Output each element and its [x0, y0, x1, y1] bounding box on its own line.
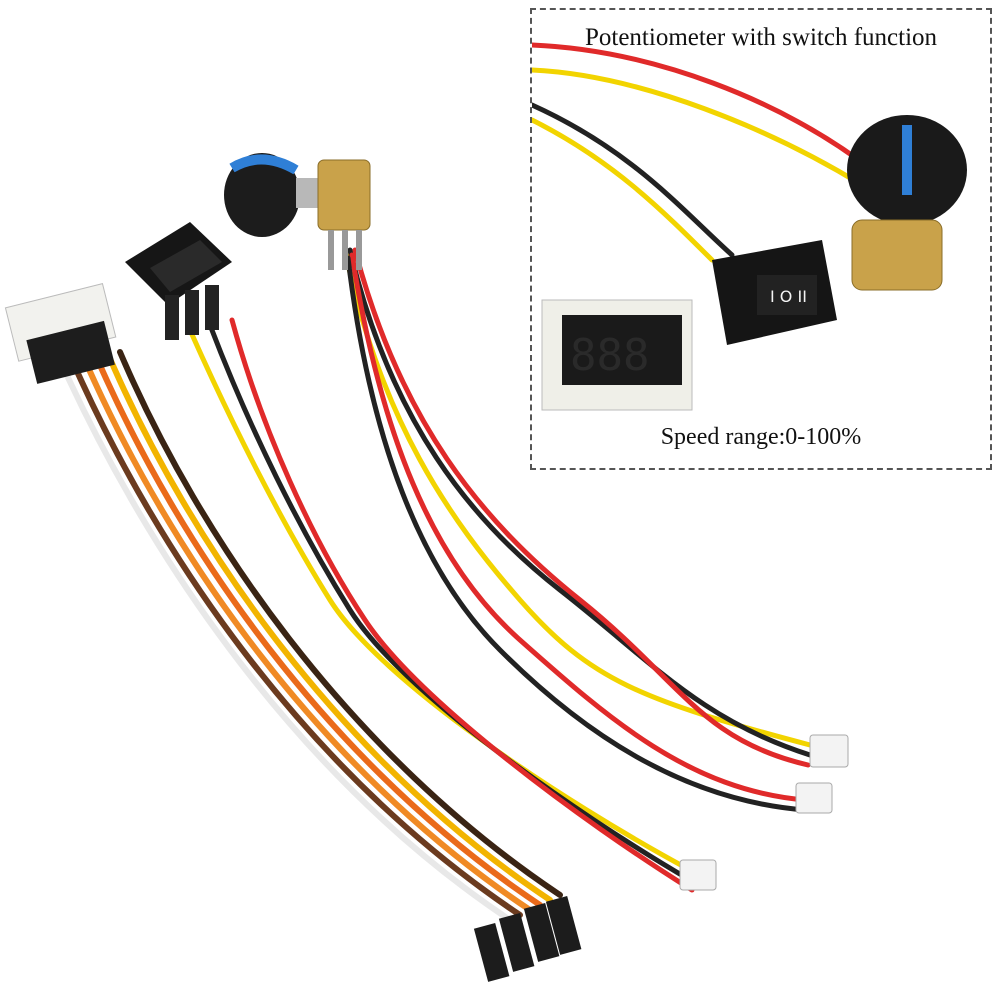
display-harness: [57, 349, 563, 923]
inset-rocker-switch: I O II: [712, 240, 837, 345]
display-connector: [4, 283, 117, 384]
jst-connector-c: [679, 859, 717, 891]
seven-segment-display: 888: [541, 299, 693, 411]
potentiometer-harness: [342, 247, 813, 813]
jst-connector-a: [809, 734, 849, 768]
switch-label: I O II: [770, 287, 807, 306]
dupont-connectors: [473, 896, 582, 982]
detail-inset: I O II 888 Potentiometer with switch fun…: [530, 8, 992, 470]
inset-photo: I O II 888: [532, 42, 967, 411]
rocker-switch: [125, 222, 232, 340]
potentiometer: [224, 153, 371, 270]
inset-subtitle: Speed range:0-100%: [660, 424, 862, 450]
inset-title: Potentiometer with switch function: [584, 24, 938, 51]
display-digits: 888: [570, 330, 649, 381]
jst-connector-b: [795, 782, 833, 814]
switch-harness: [187, 317, 695, 893]
